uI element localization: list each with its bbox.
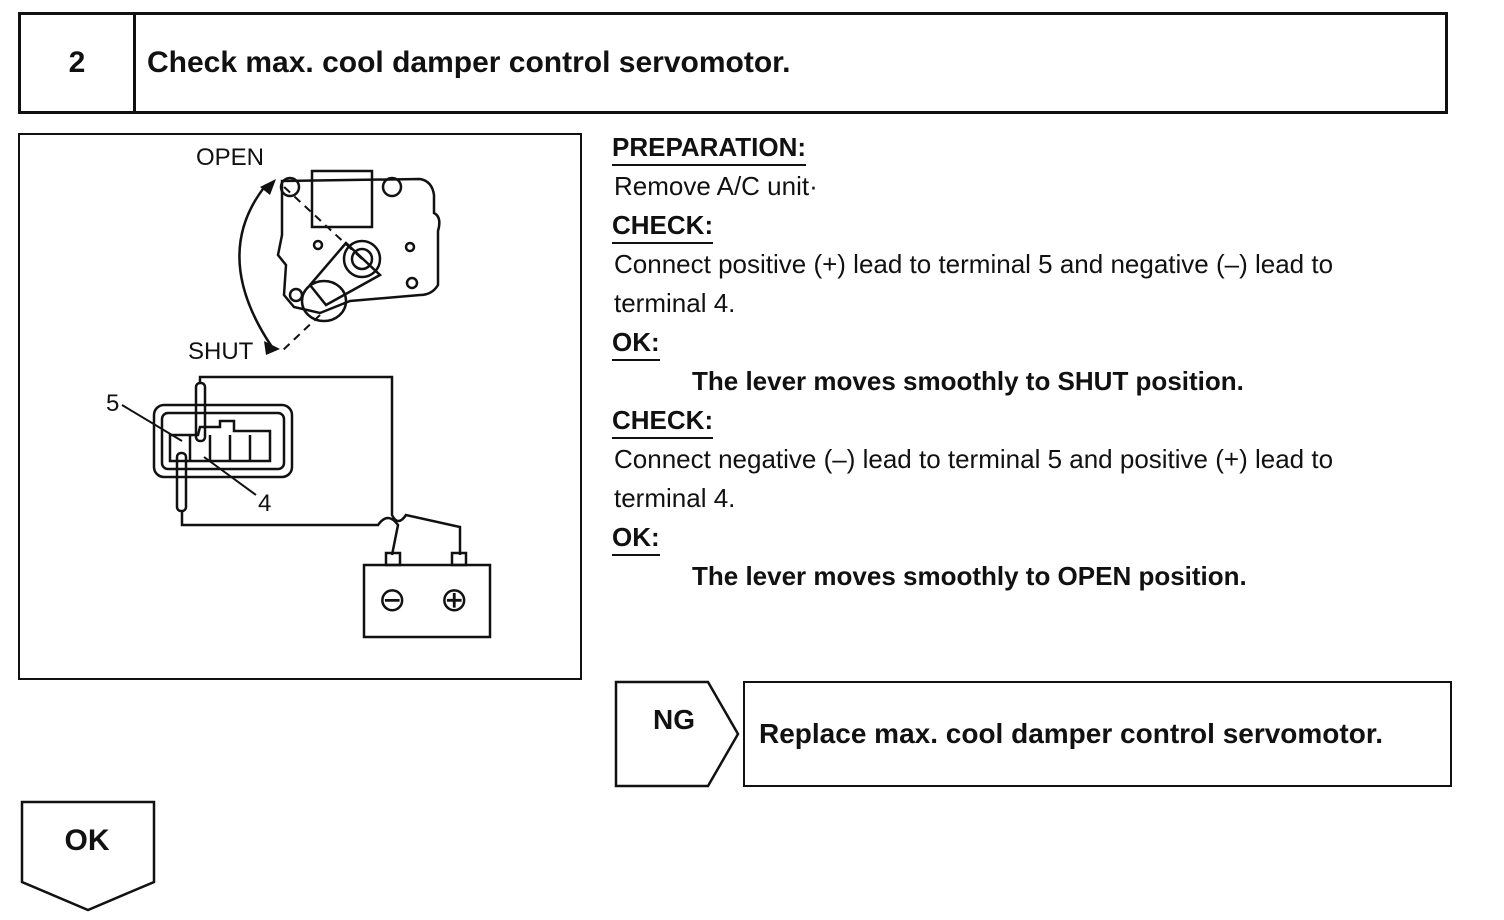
preparation-text: Remove A/C unit· [614, 171, 818, 201]
connector [152, 403, 294, 479]
servomotor-body [276, 169, 441, 323]
lever-swing-arc [238, 184, 274, 348]
test-leads [180, 375, 462, 556]
check2-heading: CHECK: [612, 404, 714, 439]
ng-action-text: Replace max. cool damper control servomo… [759, 718, 1383, 749]
terminal-4-leader [203, 456, 257, 496]
arc-arrowhead-shut-icon [264, 341, 280, 355]
shut-label: SHUT [188, 338, 254, 365]
battery [362, 551, 492, 639]
ok1-result: The lever moves smoothly to SHUT positio… [692, 366, 1244, 396]
lever-position-lines [281, 184, 363, 352]
check1-text-line2: terminal 4. [614, 288, 736, 318]
terminal-5-leader [121, 404, 183, 442]
battery-positive-icon: ⊕ [440, 580, 469, 620]
terminal-4-label: 4 [258, 490, 271, 517]
ng-arrow-icon [614, 680, 740, 788]
check2-text-line2: terminal 4. [614, 483, 736, 513]
ng-action-box: Replace max. cool damper control servomo… [743, 681, 1452, 787]
ok1-heading: OK: [612, 326, 660, 361]
check1-text-line1: Connect positive (+) lead to terminal 5 … [614, 249, 1334, 279]
ok-label: OK [64, 824, 110, 857]
arc-arrowhead-open-icon [260, 179, 276, 195]
servomotor-diagram: OPEN SHUT 5 4 [18, 133, 582, 680]
diagram-svg: OPEN SHUT 5 4 [106, 144, 492, 639]
open-label: OPEN [196, 144, 264, 171]
ng-label: NG [653, 704, 695, 735]
check1-heading: CHECK: [612, 209, 714, 244]
instructions: PREPARATION: Remove A/C unit· CHECK: Con… [612, 128, 1472, 596]
ok2-result: The lever moves smoothly to OPEN positio… [692, 561, 1247, 591]
step-number: 2 [21, 15, 136, 111]
preparation-heading: PREPARATION: [612, 131, 807, 166]
step-title: Check max. cool damper control servomoto… [147, 46, 791, 79]
ok2-heading: OK: [612, 521, 660, 556]
terminal-5-label: 5 [106, 390, 119, 417]
battery-negative-icon: ⊖ [378, 580, 407, 620]
check2-text-line1: Connect negative (–) lead to terminal 5 … [614, 444, 1334, 474]
step-header: 2 Check max. cool damper control servomo… [18, 12, 1448, 114]
ok-arrow-icon [20, 800, 156, 912]
